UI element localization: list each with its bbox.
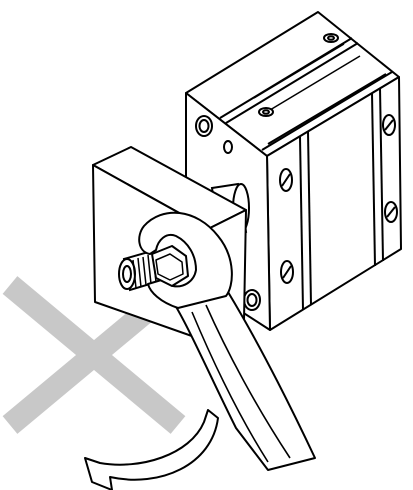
port-hole-front — [223, 140, 233, 154]
wrench-handle — [174, 291, 316, 471]
cylinder-block — [185, 11, 402, 331]
curved-arrow-icon — [84, 409, 219, 490]
wrench-head — [138, 211, 233, 309]
open-end-wrench-icon — [138, 211, 316, 471]
threaded-stud — [118, 249, 162, 292]
cylinder-holes — [195, 33, 398, 311]
